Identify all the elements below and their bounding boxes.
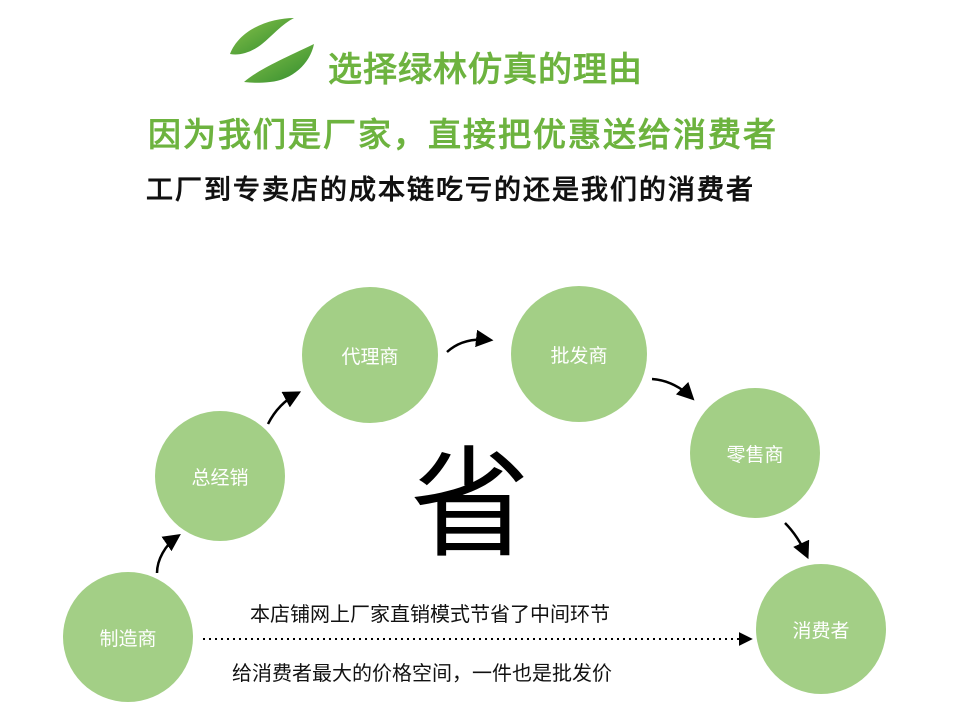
node-manufacturer: 制造商	[63, 572, 193, 702]
leaf-logo-icon	[230, 18, 314, 83]
node-wholesaler: 批发商	[511, 286, 647, 422]
node-retailer: 零售商	[690, 388, 820, 518]
note-line-1: 本店铺网上厂家直销模式节省了中间环节	[250, 602, 610, 626]
arrow-2	[266, 391, 302, 425]
save-character: 省	[410, 436, 530, 575]
page-title: 选择绿林仿真的理由	[328, 50, 643, 90]
note-line-2: 给消费者最大的价格空间，一件也是批发价	[232, 661, 612, 685]
tagline: 工厂到专卖店的成本链吃亏的还是我们的消费者	[146, 175, 755, 206]
arrow-4	[651, 377, 695, 401]
subtitle: 因为我们是厂家，直接把优惠送给消费者	[148, 115, 778, 154]
node-general-distributor: 总经销	[155, 411, 285, 541]
arrow-3	[446, 329, 494, 353]
node-agent: 代理商	[302, 287, 438, 423]
arrow-5	[784, 522, 810, 560]
arrow-1	[155, 534, 181, 574]
node-consumer: 消费者	[756, 564, 886, 694]
